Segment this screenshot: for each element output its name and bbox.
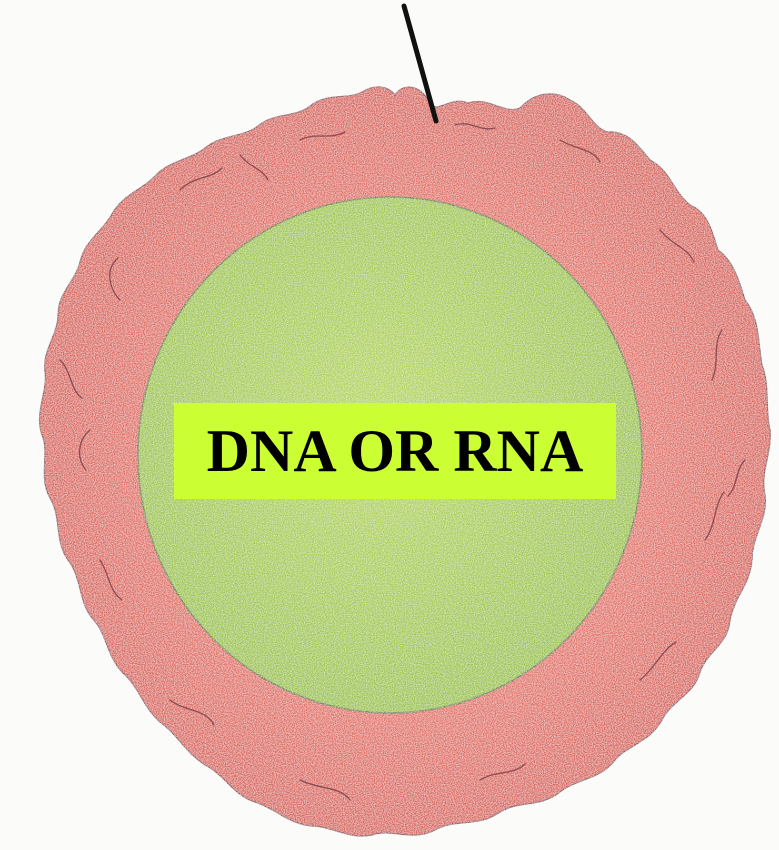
dna-rna-label: DNA OR RNA: [174, 403, 616, 499]
